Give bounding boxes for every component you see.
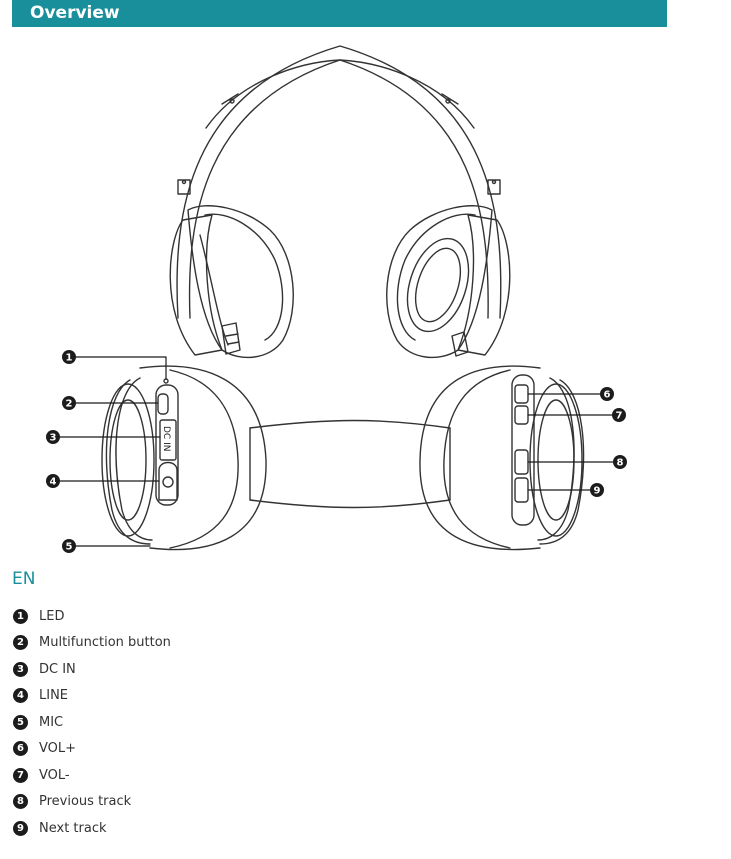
svg-text:9: 9 — [594, 486, 601, 497]
legend-label: Previous track — [39, 794, 131, 809]
legend-label: Multifunction button — [39, 635, 171, 650]
callout-3: 3 — [46, 430, 60, 444]
svg-text:1: 1 — [66, 353, 73, 364]
legend-item-vol-plus: 6 VOL+ — [13, 736, 171, 763]
legend-item-led: 1 LED — [13, 603, 171, 630]
callout-markers: 1 2 3 4 5 6 7 8 — [46, 350, 627, 553]
callout-2: 2 — [62, 396, 76, 410]
legend-label: LINE — [39, 688, 68, 703]
svg-text:4: 4 — [50, 477, 57, 488]
callout-8: 8 — [613, 455, 627, 469]
language-label: EN — [12, 569, 35, 589]
svg-text:5: 5 — [66, 542, 73, 553]
legend-number: 8 — [13, 794, 28, 809]
legend-label: VOL- — [39, 768, 70, 783]
legend-item-line: 4 LINE — [13, 683, 171, 710]
legend-number: 5 — [13, 715, 28, 730]
legend-number: 6 — [13, 741, 28, 756]
legend-number: 1 — [13, 609, 28, 624]
legend-list: 1 LED 2 Multifunction button 3 DC IN 4 L… — [13, 603, 171, 842]
legend-item-mic: 5 MIC — [13, 709, 171, 736]
svg-text:2: 2 — [66, 399, 73, 410]
section-header: Overview — [12, 0, 667, 27]
svg-text:3: 3 — [50, 433, 57, 444]
legend-item-vol-minus: 7 VOL- — [13, 762, 171, 789]
legend-number: 9 — [13, 821, 28, 836]
legend-label: Next track — [39, 821, 107, 836]
section-title: Overview — [30, 0, 120, 27]
legend-label: DC IN — [39, 662, 76, 677]
svg-text:6: 6 — [604, 390, 611, 401]
headphones-diagram: DC IN — [0, 30, 731, 560]
legend-item-dc-in: 3 DC IN — [13, 656, 171, 683]
legend-number: 7 — [13, 768, 28, 783]
svg-text:7: 7 — [616, 411, 623, 422]
legend-label: VOL+ — [39, 741, 76, 756]
legend-item-multifunction-button: 2 Multifunction button — [13, 630, 171, 657]
callout-1: 1 — [62, 350, 76, 364]
legend-number: 3 — [13, 662, 28, 677]
dc-in-port-label: DC IN — [161, 426, 171, 451]
legend-item-previous-track: 8 Previous track — [13, 789, 171, 816]
legend-label: LED — [39, 609, 64, 624]
legend-number: 4 — [13, 688, 28, 703]
legend-number: 2 — [13, 635, 28, 650]
legend-item-next-track: 9 Next track — [13, 815, 171, 842]
callout-6: 6 — [600, 387, 614, 401]
svg-text:8: 8 — [617, 458, 624, 469]
callout-5: 5 — [62, 539, 76, 553]
callout-7: 7 — [612, 408, 626, 422]
legend-label: MIC — [39, 715, 63, 730]
callout-4: 4 — [46, 474, 60, 488]
headphones-side-view — [102, 366, 450, 549]
headphones-front-view — [170, 46, 510, 357]
callout-9: 9 — [590, 483, 604, 497]
